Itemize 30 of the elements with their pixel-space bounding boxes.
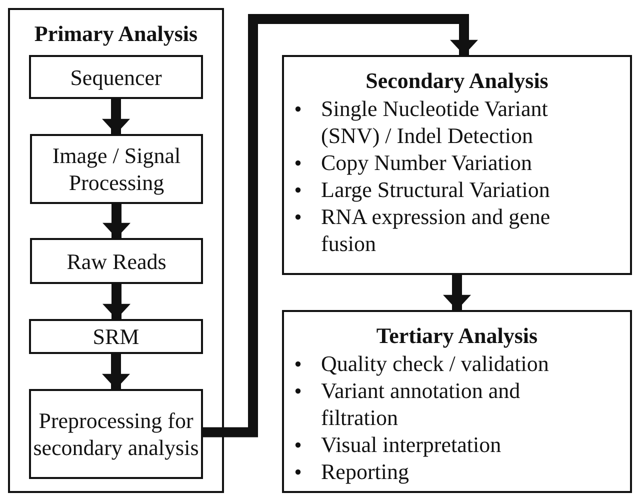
step-label: Sequencer (70, 64, 162, 90)
process-box (29, 389, 203, 479)
arrow (102, 99, 130, 134)
bullet-item: Variant annotation and filtration (321, 378, 520, 430)
process-box (30, 238, 203, 284)
step-label: Image / Signal Processing (51, 142, 182, 196)
bullet-item: Single Nucleotide Variant (SNV) / Indel Detection (321, 96, 548, 148)
bullet-item: Visual interpretation (321, 432, 502, 457)
arrow (102, 204, 130, 238)
bullet-item: Copy Number Variation (321, 150, 532, 175)
bullet-item: Reporting (321, 459, 409, 484)
step-label: SRM (92, 323, 140, 350)
process-box (29, 55, 203, 99)
step-label: Raw Reads (66, 248, 166, 274)
process-box (30, 134, 203, 204)
group-box (8, 8, 224, 493)
arrow (443, 275, 471, 310)
section-title: Tertiary Analysis (375, 322, 539, 350)
process-box (29, 319, 203, 354)
bullet-item: Large Structural Variation (321, 177, 550, 202)
bullet-item: RNA expression and gene fusion (321, 204, 550, 256)
section-title: Primary Analysis (33, 20, 199, 48)
section-title: Secondary Analysis (364, 67, 550, 95)
arrow (203, 14, 478, 438)
bullet-item: Quality check / validation (321, 351, 549, 376)
arrow (102, 354, 130, 389)
analysis-box (282, 310, 632, 493)
step-label: Preprocessing for secondary analysis (32, 407, 200, 461)
analysis-box (282, 55, 632, 275)
arrow (102, 284, 130, 319)
